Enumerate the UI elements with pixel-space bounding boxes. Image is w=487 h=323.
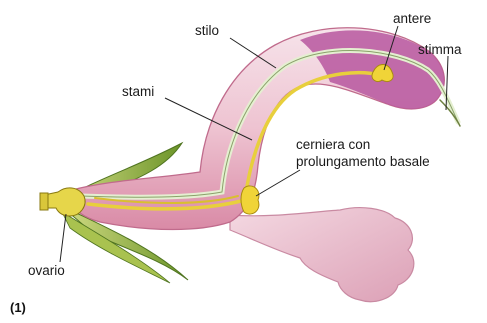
label-cerniera-line2: prolungamento basale (296, 154, 430, 169)
corolla-lower-lip (230, 208, 414, 302)
ovary (44, 188, 85, 216)
figure-number: (1) (10, 300, 26, 315)
pedicel (40, 193, 48, 210)
label-stimma: stimma (418, 42, 462, 57)
label-ovario: ovario (28, 263, 65, 278)
hinge (241, 186, 259, 214)
leader-ovario (60, 214, 66, 262)
label-antere: antere (393, 11, 431, 26)
leader-cerniera (256, 170, 300, 196)
label-stami: stami (122, 84, 154, 99)
label-stilo: stilo (195, 23, 219, 38)
label-cerniera-line1: cerniera con (296, 137, 370, 152)
